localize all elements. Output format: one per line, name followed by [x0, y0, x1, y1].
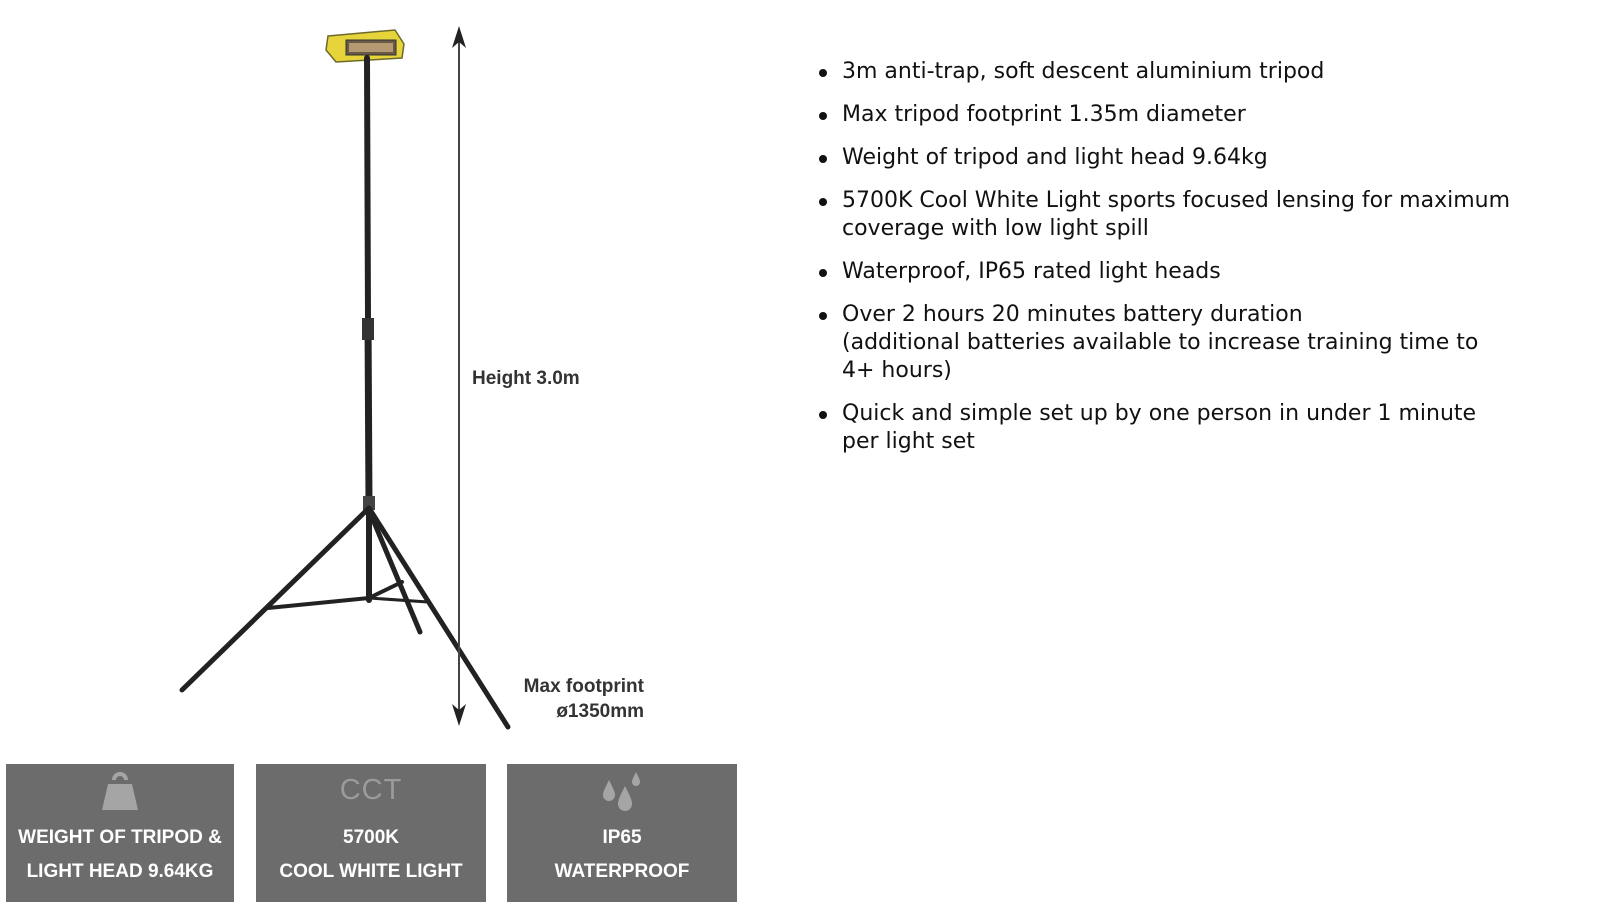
feature-item: 3m anti-trap, soft descent aluminium tri… [800, 58, 1580, 86]
tripod-illustration [179, 26, 511, 730]
tripod-light-figure: Height 3.0m Max footprint ø1350mm [0, 0, 760, 902]
cct-tile-line1: 5700K [343, 827, 399, 848]
feature-line: per light set [842, 429, 975, 454]
footprint-label: Max footprint ø1350mm [498, 674, 644, 724]
feature-item: Max tripod footprint 1.35m diameter [800, 101, 1580, 129]
height-label: Height 3.0m [472, 368, 580, 389]
ip65-spec-tile: IP65 WATERPROOF [507, 764, 737, 902]
feature-list: 3m anti-trap, soft descent aluminium tri… [800, 58, 1580, 471]
weight-spec-tile: WEIGHT OF TRIPOD & LIGHT HEAD 9.64KG [6, 764, 234, 902]
weight-tile-line1: WEIGHT OF TRIPOD & [18, 827, 222, 848]
feature-line: Max tripod footprint 1.35m diameter [842, 102, 1246, 127]
tripod-mast [362, 55, 375, 603]
feature-line: coverage with low light spill [842, 216, 1149, 241]
feature-line: 4+ hours) [842, 358, 952, 383]
tripod-legs [179, 505, 511, 730]
weight-icon [102, 772, 138, 810]
light-head-icon [325, 29, 405, 63]
footprint-label-line2: ø1350mm [556, 701, 644, 722]
feature-item: Weight of tripod and light head 9.64kg [800, 144, 1580, 172]
feature-line: Quick and simple set up by one person in… [842, 401, 1477, 426]
water-drops-icon [603, 772, 640, 811]
ip65-tile-line1: IP65 [602, 827, 642, 848]
ip65-tile-line2: WATERPROOF [554, 861, 690, 882]
height-dimension-arrow [452, 26, 466, 726]
footprint-label-line1: Max footprint [523, 676, 644, 697]
feature-line: (additional batteries available to incre… [842, 330, 1479, 355]
feature-line: Over 2 hours 20 minutes battery duration [842, 302, 1303, 327]
cct-spec-tile: CCT 5700K COOL WHITE LIGHT [256, 764, 486, 902]
feature-item: 5700K Cool White Light sports focused le… [800, 187, 1580, 243]
weight-tile-line2: LIGHT HEAD 9.64KG [26, 861, 214, 882]
cct-icon: CCT [339, 774, 403, 806]
cct-tile-line2: COOL WHITE LIGHT [279, 861, 463, 882]
feature-line: Weight of tripod and light head 9.64kg [842, 145, 1268, 170]
feature-line: 3m anti-trap, soft descent aluminium tri… [842, 59, 1325, 84]
feature-line: Waterproof, IP65 rated light heads [842, 259, 1221, 284]
feature-item: Over 2 hours 20 minutes battery duration… [800, 301, 1580, 385]
feature-line: 5700K Cool White Light sports focused le… [842, 188, 1511, 213]
feature-item: Waterproof, IP65 rated light heads [800, 258, 1580, 286]
feature-item: Quick and simple set up by one person in… [800, 400, 1580, 456]
